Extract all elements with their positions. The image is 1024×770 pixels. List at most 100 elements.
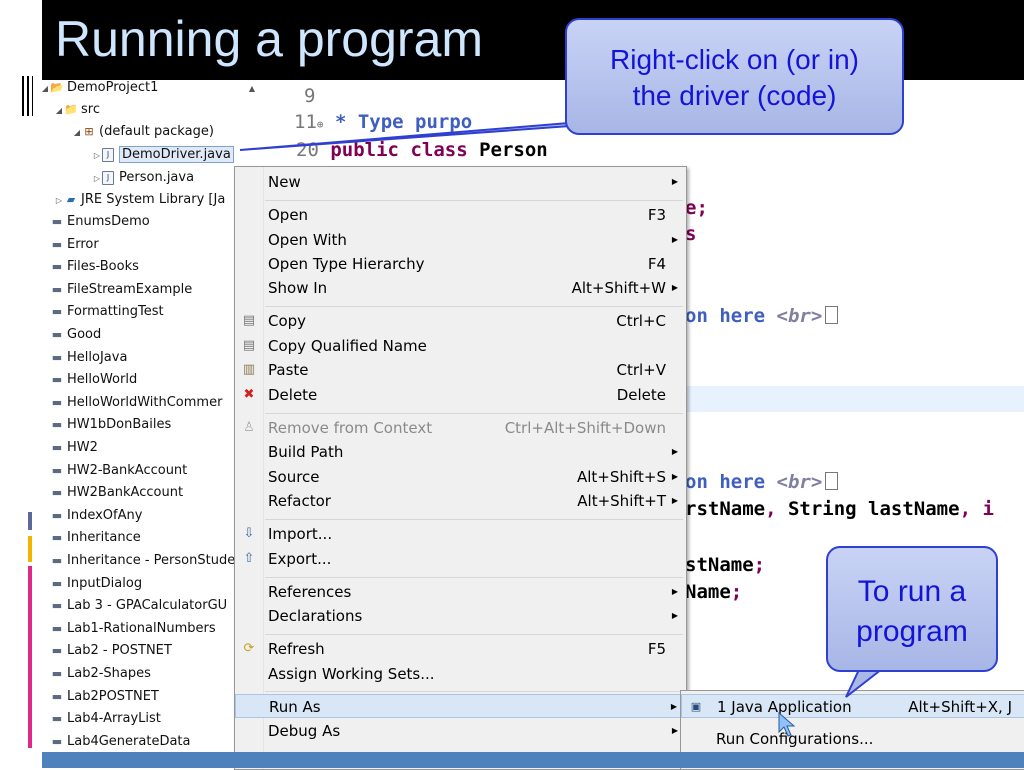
tree-item-project[interactable]: ▬HelloWorld <box>50 369 137 391</box>
menu-icon-gutter <box>235 167 264 769</box>
copy-icon: ▤ <box>242 313 256 328</box>
submenu-arrow-icon: ▶ <box>670 702 677 711</box>
tree-item-project[interactable]: ◢📂DemoProject1 <box>42 80 158 99</box>
closed-project-icon: ▬ <box>51 373 63 387</box>
menu-item-run-configurations[interactable]: Run Configurations... <box>716 730 874 748</box>
package-explorer[interactable]: ◢📂DemoProject1 ◢📁src ◢⊞(default package)… <box>42 80 261 752</box>
menu-item-run-as[interactable]: Run As▶ <box>235 694 686 718</box>
menu-separator <box>265 577 683 578</box>
tree-item-default-package[interactable]: ◢⊞(default package) <box>72 121 214 143</box>
tree-item-project[interactable]: ▬Lab 3 - GPACalculatorGU <box>50 595 227 617</box>
closed-project-icon: ▬ <box>51 667 63 680</box>
tree-item-src[interactable]: ◢📁src <box>54 99 100 121</box>
tree-item-project[interactable]: ▬Lab2POSTNET <box>50 686 159 708</box>
tree-item-project[interactable]: ▬Inheritance <box>50 527 141 549</box>
menu-item-debug-as[interactable]: Debug As▶ <box>235 719 686 743</box>
tree-item-project[interactable]: ▬Lab4GenerateData <box>50 731 191 752</box>
menu-separator <box>265 634 683 635</box>
closed-project-icon: ▬ <box>51 328 63 341</box>
tree-item-project[interactable]: ▬HW2BankAccount <box>50 482 183 504</box>
submenu-arrow-icon: ▶ <box>671 447 678 456</box>
project-icon: 📂 <box>50 81 64 94</box>
closed-project-icon: ▬ <box>51 644 63 658</box>
closed-project-icon: ▬ <box>51 599 63 613</box>
menu-item-import[interactable]: ⇩Import... <box>235 522 686 546</box>
scroll-up-arrow[interactable]: ▲ <box>248 84 256 93</box>
menu-item-new[interactable]: New▶ <box>235 170 686 194</box>
tree-item-project[interactable]: ▬HW2-BankAccount <box>50 460 187 482</box>
delete-icon: ✖ <box>243 387 255 402</box>
library-icon: ▰ <box>66 193 76 206</box>
tree-item-project[interactable]: ▬Lab2-Shapes <box>50 663 151 685</box>
submenu-arrow-icon: ▶ <box>671 235 678 244</box>
java-application-icon: ▣ <box>690 700 702 713</box>
submenu-arrow-icon: ▶ <box>671 283 678 292</box>
menu-item-references[interactable]: References▶ <box>235 580 686 604</box>
menu-item-build-path[interactable]: Build Path▶ <box>235 440 686 464</box>
menu-separator <box>265 306 683 307</box>
margin-mark <box>28 536 32 562</box>
paste-icon: ▥ <box>242 362 256 377</box>
tree-item-project[interactable]: ▬Error <box>50 234 99 256</box>
tree-item-project[interactable]: ▬HelloWorldWithCommer <box>50 392 223 414</box>
java-file-icon: J <box>102 147 114 162</box>
source-folder-icon: 📁 <box>64 103 78 116</box>
tree-item-project[interactable]: ▬InputDialog <box>50 573 142 595</box>
tree-item-jre[interactable]: ▷▰JRE System Library [Ja <box>54 189 225 211</box>
closed-project-icon: ▬ <box>51 463 63 477</box>
submenu-arrow-icon: ▶ <box>671 472 678 481</box>
menu-item-java-application[interactable]: ▣ 1 Java Application Alt+Shift+X, J <box>681 694 1024 718</box>
panel-edge-marks <box>20 76 36 116</box>
code-constructor-signature: rstName, String lastName, i <box>685 498 994 520</box>
closed-project-icon: ▬ <box>51 734 63 748</box>
current-line-highlight <box>680 386 1024 412</box>
tree-item-project[interactable]: ▬HW1bDonBailes <box>50 414 171 436</box>
tree-item-project[interactable]: ▬HelloJava <box>50 347 128 369</box>
tree-item-project[interactable]: ▬EnumsDemo <box>50 211 150 233</box>
copy-qualified-icon: ▤ <box>242 338 256 353</box>
closed-project-icon: ▬ <box>51 508 63 522</box>
tree-item-project[interactable]: ▬Lab2 - POSTNET <box>50 640 172 662</box>
code-line-class: 20 public class Person <box>296 139 548 161</box>
menu-item-open-with[interactable]: Open With▶ <box>235 228 686 252</box>
closed-project-icon: ▬ <box>51 554 63 567</box>
tree-item-project[interactable]: ▬Good <box>50 324 101 346</box>
menu-item-export[interactable]: ⇧Export... <box>235 547 686 571</box>
menu-item-assign-working-sets[interactable]: Assign Working Sets... <box>268 665 435 683</box>
java-file-icon: J <box>102 170 114 185</box>
tree-item-project[interactable]: ▬Lab1-RationalNumbers <box>50 618 216 640</box>
slide-left-margin <box>0 0 42 768</box>
tree-item-project[interactable]: ▬FormattingTest <box>50 301 164 323</box>
export-icon: ⇧ <box>243 551 255 566</box>
menu-separator <box>265 413 683 414</box>
tree-item-project[interactable]: ▬Files-Books <box>50 256 139 278</box>
menu-item-declarations[interactable]: Declarations▶ <box>235 604 686 628</box>
menu-item-copy-qualified-name[interactable]: ▤Copy Qualified Name <box>235 334 686 358</box>
code-fragment: s <box>685 223 697 245</box>
tree-item-project[interactable]: ▬IndexOfAny <box>50 505 143 527</box>
closed-project-icon: ▬ <box>51 282 63 296</box>
submenu-arrow-icon: ▶ <box>671 496 678 505</box>
closed-project-icon: ▬ <box>51 260 63 274</box>
tree-item-project[interactable]: ▬Inheritance - PersonStude <box>50 550 235 572</box>
closed-project-icon: ▬ <box>51 712 63 726</box>
tree-item-project[interactable]: ▬Lab4-ArrayList <box>50 708 161 730</box>
closed-project-icon: ▬ <box>51 215 63 228</box>
tree-item-project[interactable]: ▬FileStreamExample <box>50 279 192 301</box>
tree-item-project[interactable]: ▬HW2 <box>50 437 98 459</box>
slide-bottom-bar <box>42 752 1024 768</box>
closed-project-icon: ▬ <box>51 395 63 409</box>
